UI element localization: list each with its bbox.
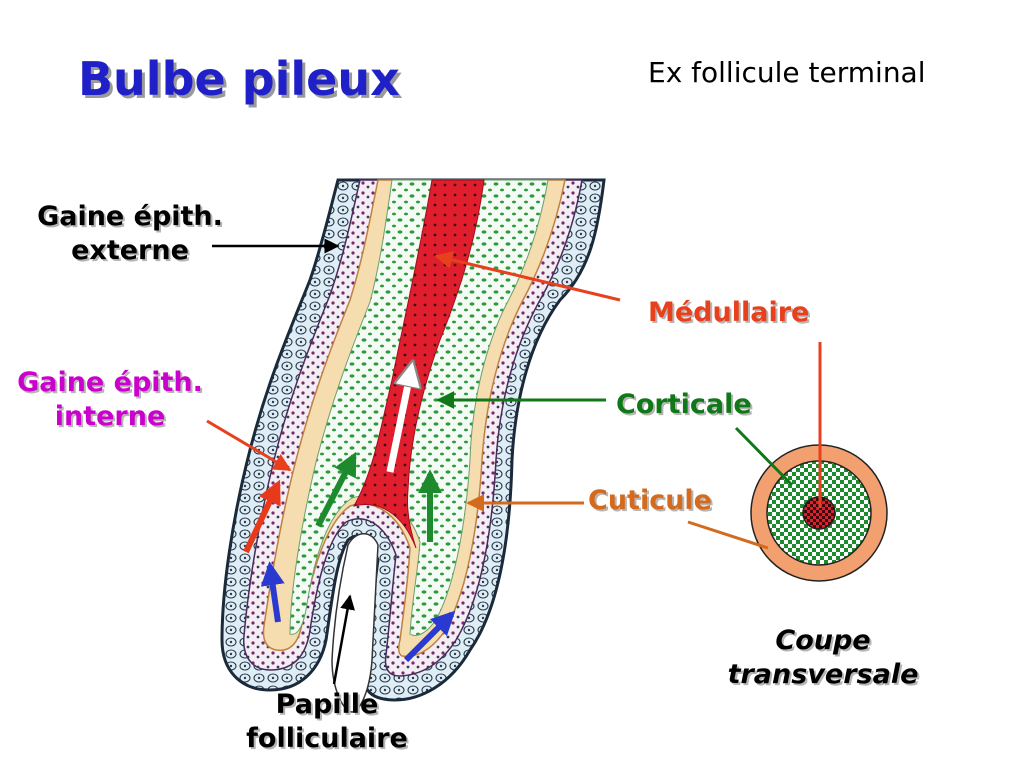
label-medullaire: Médullaire [648, 297, 810, 328]
label-gaine-interne-line2: interne [54, 401, 166, 432]
dermal-papilla [331, 533, 379, 713]
blue-growth-arrow-left [260, 561, 285, 623]
page-subtitle: Ex follicule terminal [648, 56, 926, 89]
green-growth-arrow-left [315, 451, 357, 528]
label-gaine-interne-line1: Gaine épith. [17, 367, 203, 398]
label-coupe-line2: transversale [727, 659, 919, 690]
leader-medullaire [434, 251, 621, 302]
white-growth-arrow [386, 365, 412, 473]
label-gaine-externe-line1: Gaine épith. [37, 201, 223, 232]
label-papille: Papille folliculaire [232, 688, 422, 756]
label-gaine-externe: Gaine épith. externe [20, 200, 240, 268]
label-coupe-transversale: Coupe transversale [718, 624, 928, 692]
label-gaine-externe-line2: externe [71, 235, 189, 266]
page-title: Bulbe pileux [78, 52, 400, 106]
label-corticale: Corticale [616, 389, 752, 420]
leader-gaine-interne [206, 419, 292, 472]
red-growth-arrow [243, 479, 281, 554]
leader-corticale-cross [734, 426, 794, 487]
label-cuticule: Cuticule [588, 485, 712, 516]
label-papille-line1: Papille [275, 689, 379, 720]
label-gaine-interne: Gaine épith. interne [4, 366, 216, 434]
blue-growth-arrow-right [403, 610, 456, 663]
label-papille-line2: folliculaire [246, 723, 408, 754]
leader-cuticule-cross [687, 520, 769, 550]
label-coupe-line1: Coupe [775, 625, 871, 656]
leader-papille [332, 594, 355, 685]
